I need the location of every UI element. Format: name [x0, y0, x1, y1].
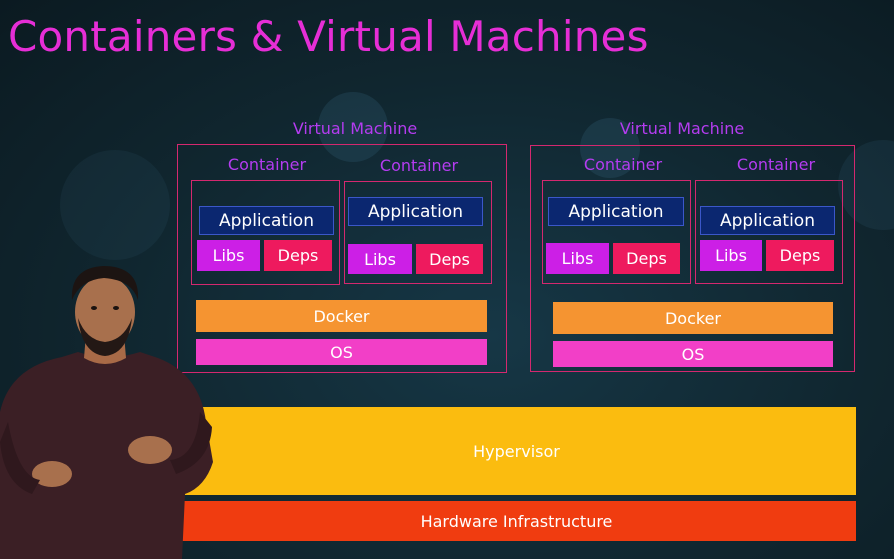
container-box	[542, 180, 691, 284]
presenter-video	[0, 266, 213, 559]
libs-box: Libs	[700, 240, 762, 271]
background-circle	[580, 118, 640, 178]
application-box: Application	[700, 206, 835, 235]
container-label: Container	[227, 155, 307, 174]
libs-box: Libs	[197, 240, 260, 271]
deps-box: Deps	[613, 243, 680, 274]
deps-box: Deps	[766, 240, 834, 271]
container-label: Container	[583, 155, 663, 174]
vm-right-box	[530, 145, 855, 372]
hardware-infrastructure-layer: Hardware Infrastructure	[177, 501, 856, 541]
container-label: Container	[379, 156, 459, 175]
vm-right-label: Virtual Machine	[619, 119, 745, 138]
slide-title: Containers & Virtual Machines	[8, 12, 649, 61]
os-layer: OS	[196, 339, 487, 365]
libs-box: Libs	[348, 244, 412, 274]
background-circle	[60, 150, 170, 260]
deps-box: Deps	[416, 244, 483, 274]
application-box: Application	[199, 206, 334, 235]
libs-box: Libs	[546, 243, 609, 274]
docker-layer: Docker	[553, 302, 833, 334]
docker-layer: Docker	[196, 300, 487, 332]
vm-left-label: Virtual Machine	[292, 119, 418, 138]
background-circle	[318, 92, 388, 162]
application-box: Application	[548, 197, 684, 226]
container-box	[695, 180, 843, 284]
os-layer: OS	[553, 341, 833, 367]
container-box	[344, 181, 492, 284]
container-box	[191, 180, 340, 285]
application-box: Application	[348, 197, 483, 226]
container-label: Container	[736, 155, 816, 174]
deps-box: Deps	[264, 240, 332, 271]
vm-left-box	[177, 144, 507, 373]
hypervisor-layer: Hypervisor	[177, 407, 856, 495]
